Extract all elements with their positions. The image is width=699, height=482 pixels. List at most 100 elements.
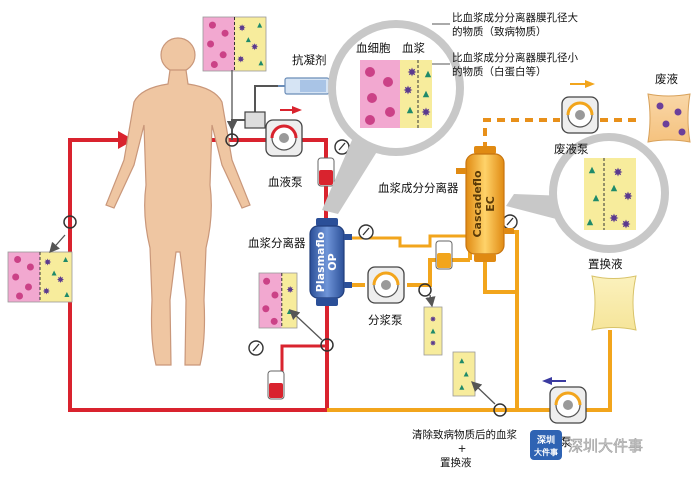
albumin-particle — [430, 328, 436, 334]
blood-cell — [221, 29, 229, 37]
magnifier-separator — [322, 20, 464, 214]
pathogen-particle — [407, 67, 417, 77]
label-plasma-separator: 血浆分离器 — [248, 236, 306, 250]
flow-arrow — [292, 106, 302, 114]
pathogen-particle — [238, 24, 246, 32]
albumin-particle — [592, 194, 600, 202]
blood-pump-icon — [265, 119, 303, 157]
label-waste-fluid: 废液 — [655, 72, 678, 86]
gauge-icon — [248, 340, 264, 356]
blood-cell — [385, 107, 395, 117]
blood-cell — [262, 305, 270, 313]
label-anticoagulant: 抗凝剂 — [292, 53, 327, 67]
blood-cell — [26, 263, 34, 271]
blood-cell — [219, 51, 227, 59]
gauge-icon — [358, 224, 374, 240]
albumin-particle — [463, 371, 469, 377]
sample-panel-plasma — [423, 306, 443, 356]
blood-cell — [12, 273, 20, 281]
label-replacement-fluid: 置换液 — [588, 257, 623, 271]
panel-plasma-side — [453, 352, 475, 396]
return-arrowhead — [118, 131, 134, 149]
albumin-particle — [63, 257, 69, 262]
pathogen-particle — [44, 258, 52, 266]
watermark-text: 深圳大件事 — [568, 437, 643, 455]
pathogen-particle — [623, 191, 633, 201]
legend-small-line1: 比血浆成分分离器膜孔径小 — [452, 51, 578, 64]
replacement-fluid-bag — [591, 275, 637, 331]
replacement-pump-icon — [549, 386, 587, 424]
pathogen-particle — [251, 43, 259, 51]
label-cleaned-line2: + — [458, 443, 467, 455]
label-replacement-pump-tail: 泵 — [560, 435, 572, 449]
albumin-particle — [610, 184, 618, 192]
anticoag-pump-box — [244, 111, 266, 129]
magnifier-fractionator — [506, 133, 669, 253]
albumin-particle — [51, 270, 57, 276]
blood-cell — [24, 283, 32, 291]
blood-cell — [367, 93, 377, 103]
albumin-particle — [257, 22, 263, 28]
fractionation-pump-icon — [367, 266, 405, 304]
albumin-particle — [64, 292, 70, 297]
albumin-particle — [459, 358, 465, 364]
blood-cell — [14, 256, 22, 263]
drip-chamber-icon — [435, 240, 453, 270]
plasma-separator-filter: Plasmaflo OP — [309, 218, 352, 306]
albumin-particle — [459, 384, 465, 390]
blood-cell — [207, 40, 215, 48]
pathogen-particle — [430, 340, 436, 346]
label-blood-pump: 血液泵 — [268, 175, 303, 189]
blood-cell — [365, 115, 375, 125]
pathogen-particle — [613, 167, 623, 177]
label-blood-cells: 血细胞 — [356, 41, 391, 55]
albumin-particle — [258, 60, 264, 66]
magnified-membrane-op — [360, 60, 432, 128]
blood-cell — [270, 317, 278, 325]
flow-arrow — [542, 377, 552, 385]
albumin-particle — [245, 37, 251, 43]
pathogen-particle — [42, 287, 50, 295]
watermark-badge — [530, 430, 562, 460]
label-cleaned-line3: 置换液 — [440, 456, 472, 469]
replacement-fluid-line — [600, 330, 612, 412]
pathogen-particle — [430, 316, 436, 322]
blood-cell — [263, 277, 271, 285]
watermark-badge-line2: 大件事 — [534, 447, 558, 457]
legend-large-line1: 比血浆成分分离器膜孔径大 — [452, 11, 578, 24]
panel-border — [452, 351, 476, 397]
plasma-fractionator-filter: Cascadeflo EC — [456, 146, 514, 262]
sample-panel-cleaned — [452, 351, 476, 397]
panel-plasma-side — [281, 273, 297, 328]
gauge-icon — [502, 214, 518, 230]
access-points — [63, 133, 507, 417]
waste-line — [483, 118, 640, 150]
pathogen-particle — [421, 107, 431, 117]
albumin-particle — [422, 90, 430, 98]
legend-small-line2: 的物质（白蛋白等） — [452, 65, 547, 78]
filter-ec-name: Cascadeflo — [471, 170, 484, 237]
blood-cell — [271, 291, 279, 299]
blood-to-separator-line — [300, 138, 328, 222]
drip-chamber-branch — [280, 344, 327, 372]
drip-chamber-icon — [317, 157, 335, 187]
sample-panel-separator-out — [258, 272, 298, 329]
pointer-arrows — [49, 70, 496, 405]
gauge-icon — [334, 139, 350, 155]
pathogen-particle — [286, 286, 294, 293]
albumin-particle — [406, 106, 414, 114]
filter-ec-model: EC — [484, 196, 497, 212]
pathogen-particle — [403, 85, 413, 95]
filter-op-model: OP — [326, 253, 339, 270]
blood-cell — [365, 67, 375, 77]
pathogen-particle — [621, 219, 631, 229]
waste-pump-icon — [561, 96, 599, 134]
albumin-particle — [588, 166, 596, 174]
flow-arrow — [585, 80, 595, 88]
blood-cell — [208, 21, 216, 29]
label-cleaned-line1: 清除致病物质后的血浆 — [412, 428, 517, 441]
label-waste-pump: 废液泵 — [554, 142, 589, 156]
label-plasma: 血浆 — [402, 41, 425, 55]
